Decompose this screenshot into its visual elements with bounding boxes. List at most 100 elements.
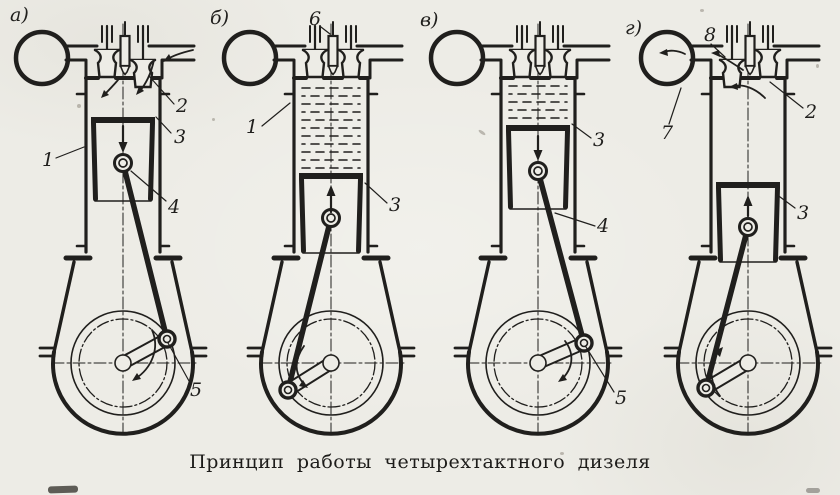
- part-label: 5: [190, 379, 202, 401]
- exhaust-port-duct: [64, 44, 99, 80]
- piston-crown: [91, 117, 155, 123]
- panel-letter: в): [420, 9, 438, 31]
- muffler-bulb: [221, 29, 279, 87]
- crankshaft-journal: [322, 354, 340, 372]
- part-label: 3: [797, 202, 809, 224]
- crankcase-side-bosses: [38, 346, 208, 358]
- panel-letter: г): [625, 17, 642, 39]
- panel-letter: а): [10, 4, 29, 26]
- connecting-rod: [285, 215, 334, 393]
- crankcase-side-bosses: [663, 346, 833, 358]
- part-label: 5: [615, 387, 627, 409]
- scan-speckle: [700, 9, 704, 12]
- piston-crown: [506, 125, 570, 131]
- crankcase-side-bosses: [246, 346, 416, 358]
- flywheel: [278, 310, 384, 416]
- muffler-bulb: [638, 29, 696, 87]
- part-label: 6: [309, 8, 321, 30]
- leader-lines: [554, 123, 615, 393]
- burning-gas-hatch: [508, 85, 568, 119]
- crankshaft-journal: [114, 354, 132, 372]
- leader-lines: [55, 75, 190, 382]
- injector-nozzle: [119, 65, 131, 76]
- piston-crown: [716, 182, 780, 188]
- exhaust-port-duct: [272, 44, 307, 80]
- part-label: 2: [804, 101, 817, 123]
- cylinder-flanges: [490, 92, 586, 248]
- scan-smudge: [47, 485, 79, 494]
- engine-panel-power: в) 3 4 5: [420, 9, 627, 436]
- piston-crown: [299, 173, 363, 179]
- crank-pitch-circle: [286, 318, 376, 408]
- part-label: 4: [167, 196, 180, 218]
- intake-valve-open: [129, 58, 157, 89]
- panel-letter: б): [210, 7, 229, 29]
- fuel-injector: [119, 34, 131, 68]
- muffler-bulb: [428, 29, 486, 87]
- crankshaft-journal: [529, 354, 547, 372]
- part-label: 3: [174, 126, 186, 148]
- exhaust-valve: [93, 48, 121, 79]
- engine-panel-exhaust: г) 8 2 7 3: [625, 17, 833, 436]
- crankcase-walls: [52, 260, 194, 354]
- leader-lines: [668, 43, 804, 209]
- valve-guides: [309, 25, 357, 43]
- crankcase-walls: [467, 260, 609, 354]
- connecting-rod: [120, 160, 170, 342]
- crankcase-walls: [677, 260, 819, 354]
- fuel-injector: [744, 34, 756, 68]
- exhaust-valve-open: [718, 58, 746, 89]
- fuel-injector: [327, 34, 339, 68]
- piston-skirt: [299, 176, 363, 254]
- intake-valve: [544, 48, 572, 79]
- scan-speckle: [816, 64, 819, 68]
- scan-speckle: [560, 452, 564, 455]
- intake-pipe: [562, 44, 611, 80]
- cylinder-flanges: [700, 92, 796, 248]
- exhaust-flow-arrow: [664, 49, 686, 55]
- scan-smudge: [806, 488, 820, 493]
- piston-skirt: [506, 128, 570, 210]
- crankcase-bottom: [259, 350, 403, 436]
- crank-pitch-circle: [703, 318, 793, 408]
- flywheel: [485, 310, 591, 416]
- piston-skirt: [91, 120, 155, 202]
- compressed-charge-hatch: [301, 87, 361, 169]
- intake-pipe: [355, 44, 404, 80]
- scan-speckle: [212, 118, 215, 121]
- scan-speckle: [77, 104, 81, 108]
- injector-nozzle: [327, 65, 339, 76]
- injector-nozzle: [744, 65, 756, 76]
- crank-pitch-circle: [493, 318, 583, 408]
- part-label: 7: [661, 122, 674, 144]
- valve-guides: [516, 25, 564, 43]
- cylinder-flanges: [283, 92, 379, 248]
- crank-pitch-circle: [78, 318, 168, 408]
- engine-panel-compression: б) 6 1 3: [210, 7, 416, 436]
- crankcase-bottom: [51, 350, 195, 436]
- part-label: 3: [593, 129, 605, 151]
- engine-panel-intake: а) 2 3 1 4 5: [10, 4, 208, 436]
- part-label: 8: [704, 24, 716, 46]
- figure-caption: Принцип работы четырехтактного дизеля: [189, 451, 651, 473]
- rotation-arrow: [710, 351, 721, 397]
- exhaust-valve: [301, 48, 329, 79]
- flywheel: [70, 310, 176, 416]
- crankcase-walls: [260, 260, 402, 354]
- exhaust-port-duct: [689, 44, 724, 80]
- intake-pipe: [772, 44, 821, 80]
- exhaust-valve: [508, 48, 536, 79]
- crankcase-bottom: [466, 350, 610, 436]
- part-label: 4: [596, 215, 609, 237]
- crankshaft-journal: [739, 354, 757, 372]
- intake-valve: [337, 48, 365, 79]
- flywheel: [695, 310, 801, 416]
- part-label: 1: [42, 149, 54, 171]
- crankcase-side-bosses: [453, 346, 623, 358]
- part-label: 3: [389, 194, 401, 216]
- exhaust-port-duct: [479, 44, 514, 80]
- part-label: 1: [246, 116, 258, 138]
- part-label: 2: [175, 95, 188, 117]
- leader-lines: [261, 26, 388, 204]
